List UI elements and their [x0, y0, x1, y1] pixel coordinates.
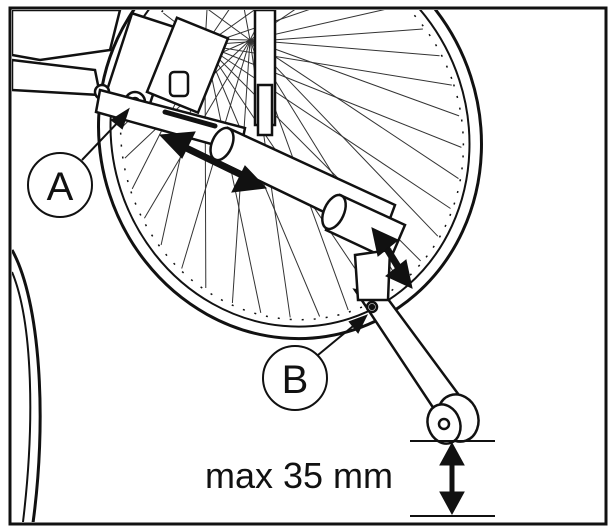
wheel-spoke — [204, 10, 256, 46]
wheel-spoke — [204, 44, 262, 314]
wheel-spoke — [249, 39, 459, 180]
callout-a: A — [27, 152, 93, 218]
wheel-spoke — [204, 28, 423, 46]
wheel-spoke — [243, 10, 251, 41]
wheel-spoke — [204, 10, 230, 46]
callout-b-label: B — [282, 358, 309, 402]
callout-leaders — [81, 107, 369, 356]
callout-b: B — [262, 345, 328, 411]
dimension-label: max 35 mm — [205, 455, 393, 496]
callout-a-label: A — [47, 165, 74, 209]
wheel-spoke — [249, 39, 439, 237]
wheel-spoke — [249, 39, 460, 117]
double-headed-arrow-icon — [158, 131, 268, 193]
left-partial-wheel — [12, 249, 42, 522]
wheel-spoke — [249, 39, 440, 57]
vertical-dimension-arrow-icon — [439, 441, 465, 516]
wheel-spoke — [204, 10, 310, 46]
wheel-spoke — [208, 10, 251, 41]
double-headed-arrow-icon-2 — [371, 227, 413, 289]
anti-tip-arm — [352, 248, 473, 420]
wheel-spoke — [204, 44, 451, 209]
wheel-spoke — [204, 44, 462, 148]
anti-tip-tube — [209, 126, 407, 262]
dimension-lines — [410, 440, 495, 517]
